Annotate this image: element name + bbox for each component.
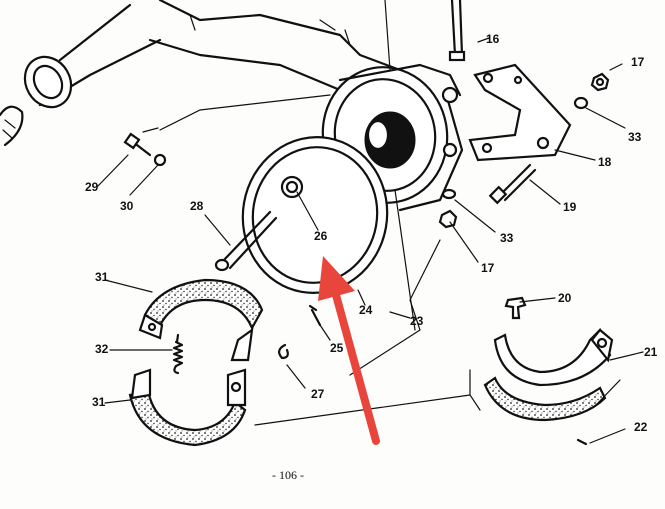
brake-shoe-bottom <box>128 368 247 447</box>
leader-lines <box>97 0 644 444</box>
bolt-16 <box>448 0 466 62</box>
bolt-29-nut-30 <box>123 132 167 167</box>
callout-20: 20 <box>558 291 572 305</box>
callout-31: 31 <box>95 270 109 284</box>
callout-28: 28 <box>190 199 204 213</box>
annotation-arrow <box>318 256 380 445</box>
callout-19: 19 <box>563 200 577 214</box>
callout-16: 16 <box>486 32 500 46</box>
callout-27: 27 <box>311 387 325 401</box>
bolt-28 <box>214 210 278 272</box>
callout-32: 32 <box>95 342 109 356</box>
callout-18: 18 <box>598 155 612 169</box>
callout-17: 17 <box>631 55 645 69</box>
callout-23: 23 <box>410 314 424 328</box>
page-number: - 106 - <box>272 468 304 482</box>
bracket-18 <box>468 63 572 162</box>
cam-lever-20 <box>504 296 527 320</box>
callout-17: 17 <box>481 261 495 275</box>
brake-plate <box>241 136 389 294</box>
swing-arm <box>0 0 402 147</box>
screw-22 <box>576 438 588 446</box>
brake-shoe-top <box>138 278 264 362</box>
callout-33: 33 <box>500 231 514 245</box>
callout-26: 26 <box>314 229 328 243</box>
callout-33: 33 <box>628 130 642 144</box>
brake-shoe-right <box>483 328 614 422</box>
callout-21: 21 <box>644 345 658 359</box>
callout-31: 31 <box>92 395 106 409</box>
nuts-washers <box>438 72 610 229</box>
callout-30: 30 <box>120 199 134 213</box>
callout-22: 22 <box>634 420 648 434</box>
callout-24: 24 <box>359 303 373 317</box>
clip-pin <box>278 304 322 360</box>
callout-labels: 16 17 17 18 19 20 21 22 23 24 25 26 27 2… <box>85 32 658 434</box>
callout-25: 25 <box>330 341 344 355</box>
spring-32 <box>172 333 184 375</box>
callout-29: 29 <box>85 180 99 194</box>
bolt-19 <box>488 163 537 205</box>
